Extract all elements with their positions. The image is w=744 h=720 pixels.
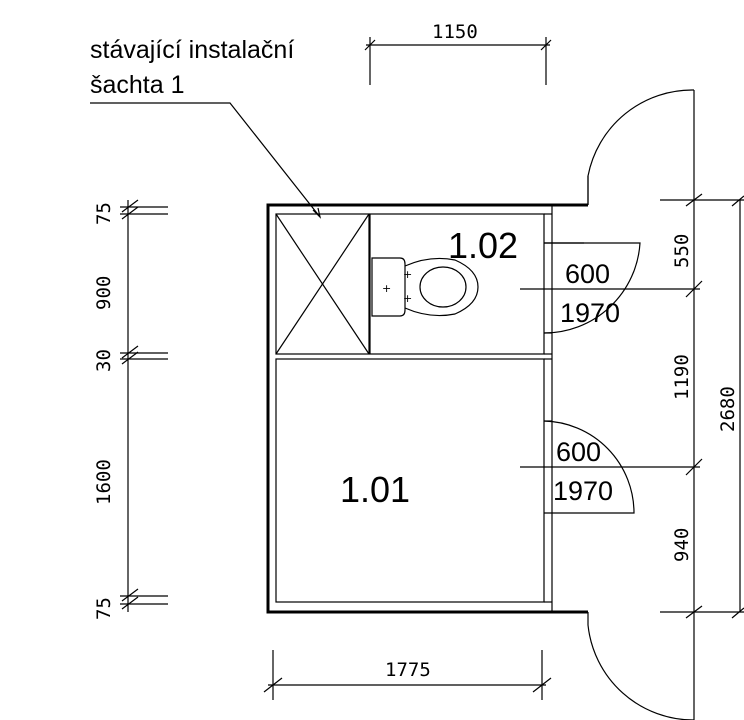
dim-right-1190: 1190 — [671, 354, 693, 400]
dim-left-75-top: 75 — [93, 202, 115, 225]
corridor-door-top — [587, 89, 695, 205]
door-height-upper: 1970 — [560, 298, 620, 328]
lower-door — [543, 420, 635, 514]
dim-top: 1150 — [432, 21, 478, 43]
dim-left-1600: 1600 — [93, 459, 115, 505]
svg-text:+: + — [403, 292, 412, 305]
corridor-door-bottom — [587, 612, 695, 720]
door-height-lower: 1970 — [553, 476, 613, 506]
dim-left-900: 900 — [93, 276, 115, 310]
label-leader — [90, 102, 322, 219]
partitions — [275, 205, 553, 612]
shaft-label-line2: šachta 1 — [90, 71, 185, 99]
door-reference-lines — [520, 288, 700, 468]
svg-text:+: + — [382, 282, 391, 295]
dim-left-75-bottom: 75 — [93, 597, 115, 620]
dimension-top — [364, 37, 552, 85]
toilet-icon: + + + — [371, 257, 479, 317]
installation-shaft — [275, 213, 370, 355]
shaft-label-line1: stávající instalační — [90, 36, 294, 64]
upper-door — [543, 242, 641, 334]
dimension-bottom — [263, 650, 552, 700]
outer-walls — [266, 203, 588, 614]
dim-right-940: 940 — [671, 528, 693, 562]
room-number-upper: 1.02 — [448, 225, 518, 266]
room-number-lower: 1.01 — [340, 469, 410, 510]
dim-left-30: 30 — [93, 349, 115, 372]
door-width-upper: 600 — [565, 259, 610, 289]
dim-right-550: 550 — [671, 234, 693, 268]
dim-right-total: 2680 — [717, 386, 739, 432]
dim-bottom: 1775 — [385, 659, 431, 681]
dimension-right — [660, 193, 744, 619]
svg-text:+: + — [403, 268, 412, 281]
door-width-lower: 600 — [556, 437, 601, 467]
dimension-left — [120, 199, 168, 612]
